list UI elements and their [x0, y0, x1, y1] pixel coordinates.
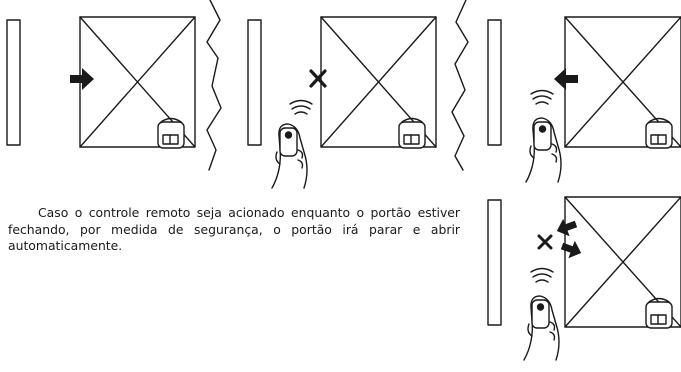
hand-remote-icon	[523, 295, 560, 361]
panel-reopening	[487, 16, 681, 183]
signal-waves-icon	[530, 267, 554, 283]
torn-edge-icon	[451, 0, 469, 171]
signal-waves-icon	[289, 99, 313, 115]
torn-edge-icon	[206, 0, 222, 171]
panel-closing	[6, 0, 222, 171]
gate-post	[487, 199, 502, 326]
gate-post	[6, 19, 21, 146]
reverse-arrow-up-icon	[553, 214, 580, 241]
gate-motor-icon	[645, 297, 673, 329]
reverse-arrow-down-icon	[558, 236, 585, 263]
closing-arrow-icon	[69, 67, 95, 91]
gate-motor-icon	[398, 117, 426, 149]
opening-arrow-icon	[553, 67, 579, 91]
stop-cross-icon	[309, 69, 327, 88]
gate-motor-icon	[157, 117, 185, 149]
caption-text: Caso o controle remoto seja acionado enq…	[8, 205, 460, 254]
hand-remote-icon	[271, 123, 308, 189]
panel-remote-pressed	[247, 0, 469, 189]
signal-waves-icon	[530, 89, 554, 105]
hand-remote-icon	[525, 117, 562, 183]
gate-post	[247, 19, 262, 146]
gate-motor-icon	[645, 117, 673, 149]
panel-safety-reversal	[487, 196, 681, 361]
stop-cross-icon	[537, 234, 553, 250]
gate-post	[487, 19, 502, 146]
